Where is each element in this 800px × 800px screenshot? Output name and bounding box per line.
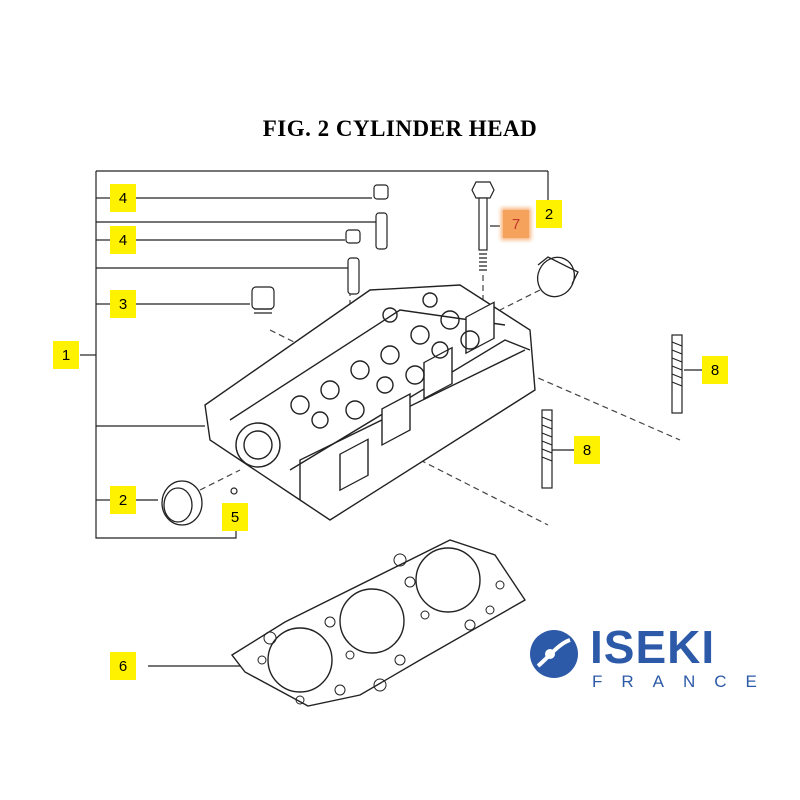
stud-bolt-8 bbox=[541, 334, 683, 489]
callout-3: 3 bbox=[110, 290, 136, 318]
callout-7-highlighted: 7 bbox=[503, 210, 529, 238]
callout-8-mid: 8 bbox=[574, 436, 600, 464]
valve-stem-seal bbox=[345, 184, 389, 295]
callout-8-right: 8 bbox=[702, 356, 728, 384]
leader-bracket-outer bbox=[95, 220, 237, 539]
cap-plug-2-left bbox=[161, 480, 203, 526]
iseki-emblem bbox=[530, 630, 578, 678]
callout-2-top: 2 bbox=[536, 200, 562, 228]
callout-4-mid: 4 bbox=[110, 226, 136, 254]
cap-plug-2-top bbox=[536, 256, 579, 298]
callout-5: 5 bbox=[222, 503, 248, 531]
callout-6: 6 bbox=[110, 652, 136, 680]
callout-4-top: 4 bbox=[110, 184, 136, 212]
head-gasket-6 bbox=[230, 539, 526, 707]
brand-name: ISEKI bbox=[590, 621, 716, 673]
figure-title: FIG. 2 CYLINDER HEAD bbox=[262, 116, 538, 141]
dowel-pin-5 bbox=[230, 487, 238, 495]
callout-2-left: 2 bbox=[110, 486, 136, 514]
iseki-logo: ISEKI FRANCE bbox=[528, 621, 772, 694]
head-bolt-7 bbox=[471, 181, 495, 271]
brand-subtitle: FRANCE bbox=[592, 672, 776, 691]
cylinder-head-block bbox=[204, 284, 536, 521]
callout-1: 1 bbox=[53, 341, 79, 369]
plug-part-3 bbox=[251, 286, 275, 314]
